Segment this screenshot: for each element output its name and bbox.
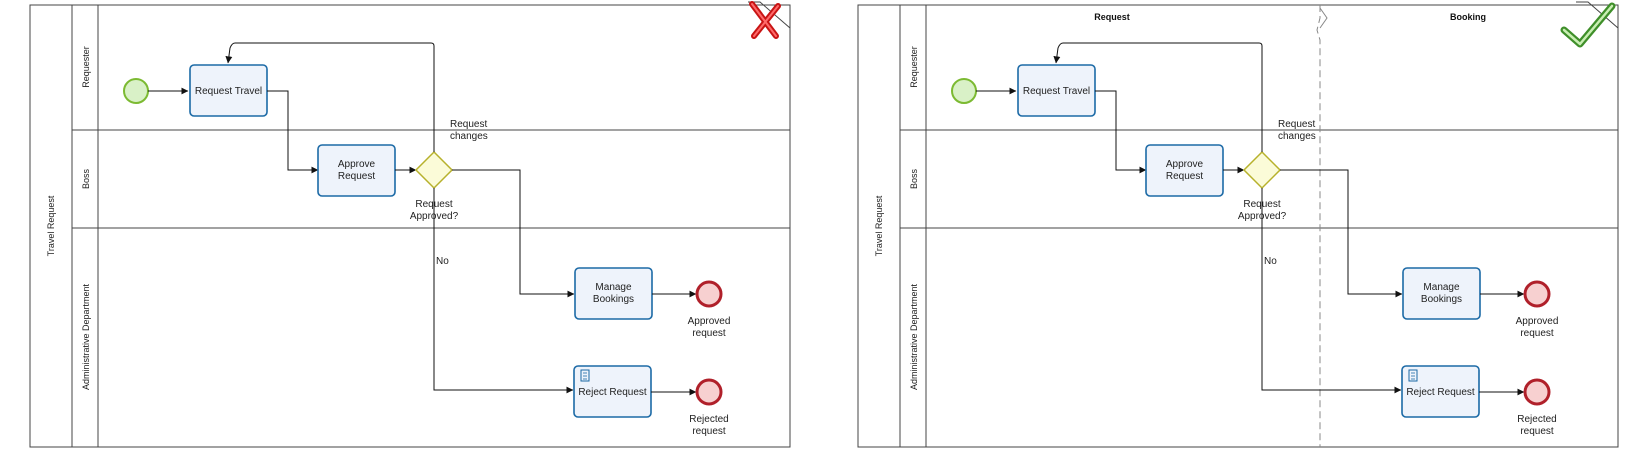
end-label-rejected-2: request <box>1520 426 1554 437</box>
red-cross-icon <box>748 1 791 39</box>
end-label-rejected-1: Rejected <box>1517 414 1556 425</box>
phase-divider <box>1316 5 1321 447</box>
task-label-line2: Bookings <box>593 294 634 305</box>
task-label-line2: Request <box>338 171 375 182</box>
task-label: Reject Request <box>578 387 647 398</box>
task-label: Reject Request <box>1406 387 1475 398</box>
end-event-rejected <box>1523 378 1551 406</box>
phase-label-request: Request <box>1094 12 1130 22</box>
flow-label-request-changes-1: Request <box>450 119 487 130</box>
task-request-travel: Request Travel <box>189 64 268 117</box>
end-event-approved <box>695 280 723 308</box>
end-label-approved-1: Approved <box>688 316 731 327</box>
start-event <box>951 78 977 104</box>
lane-label-admin: Administrative Department <box>909 283 919 390</box>
task-label-line2: Request <box>1166 171 1203 182</box>
end-event-approved <box>1523 280 1551 308</box>
task-label-line1: Manage <box>1423 282 1460 293</box>
end-event-rejected <box>695 378 723 406</box>
lane-label-requester: Requester <box>909 46 919 88</box>
pool-frame <box>29 4 791 448</box>
lane-label-requester: Requester <box>81 46 91 88</box>
task-label: Request Travel <box>195 86 262 97</box>
end-label-approved-1: Approved <box>1516 316 1559 327</box>
task-approve-request: Approve Request <box>317 144 396 197</box>
pool-title: Travel Request <box>46 195 56 256</box>
task-request-travel: Request Travel <box>1017 64 1096 117</box>
task-manage-bookings: Manage Bookings <box>1402 267 1481 320</box>
task-label-line1: Approve <box>338 159 376 170</box>
pool-frame <box>857 4 1619 448</box>
end-label-rejected-1: Rejected <box>689 414 728 425</box>
flow-label-no: No <box>436 256 449 267</box>
phase-label-booking: Booking <box>1450 12 1486 22</box>
diagram-correct: Request Booking Travel Request Requester… <box>857 1 1619 448</box>
flow-label-request-changes-2: changes <box>450 131 488 142</box>
script-icon <box>580 369 590 382</box>
task-label-line1: Approve <box>1166 159 1204 170</box>
task-reject-request: Reject Request <box>1401 365 1480 418</box>
start-event <box>123 78 149 104</box>
flow-label-request-changes-1: Request <box>1278 119 1315 130</box>
lane-label-boss: Boss <box>81 168 91 189</box>
flow-label-no: No <box>1264 256 1277 267</box>
task-label-line2: Bookings <box>1421 294 1462 305</box>
task-approve-request: Approve Request <box>1145 144 1224 197</box>
task-reject-request: Reject Request <box>573 365 652 418</box>
lane-label-boss: Boss <box>909 168 919 189</box>
green-checkmark-icon <box>1560 1 1619 48</box>
task-manage-bookings: Manage Bookings <box>574 267 653 320</box>
task-label: Request Travel <box>1023 86 1090 97</box>
end-label-approved-2: request <box>692 328 726 339</box>
end-label-rejected-2: request <box>692 426 726 437</box>
flow-label-request-changes-2: changes <box>1278 131 1316 142</box>
pool-title: Travel Request <box>874 195 884 256</box>
end-label-approved-2: request <box>1520 328 1554 339</box>
task-label-line1: Manage <box>595 282 632 293</box>
diagram-wrong: Travel Request Requester Boss Administra… <box>29 1 791 448</box>
script-icon <box>1408 369 1418 382</box>
lane-label-admin: Administrative Department <box>81 283 91 390</box>
